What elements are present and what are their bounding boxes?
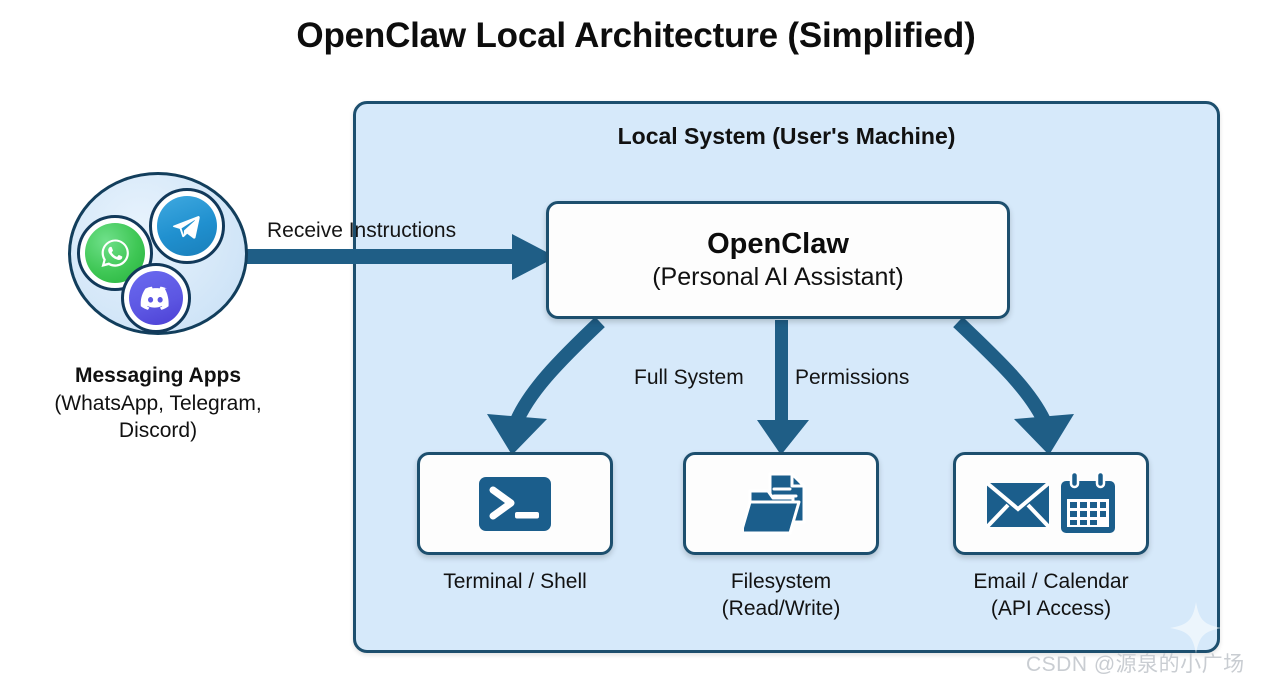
calendar-glyph bbox=[1061, 470, 1115, 533]
messaging-apps-label: Messaging Apps bbox=[74, 364, 242, 387]
email-calendar-icon bbox=[983, 470, 1119, 537]
local-system-title: Local System (User's Machine) bbox=[617, 123, 956, 149]
capability-filesystem-line2: (Read/Write) bbox=[721, 597, 841, 621]
telegram-icon bbox=[157, 196, 217, 256]
openclaw-subtitle: (Personal AI Assistant) bbox=[652, 262, 904, 291]
discord-badge[interactable] bbox=[121, 263, 191, 333]
messaging-apps-caption: Messaging Apps (WhatsApp, Telegram, Disc… bbox=[8, 362, 308, 445]
page-title: OpenClaw Local Architecture (Simplified) bbox=[296, 16, 976, 55]
capability-card-email-calendar[interactable] bbox=[953, 452, 1149, 555]
openclaw-name: OpenClaw bbox=[707, 228, 849, 261]
capability-caption-email: Email / Calendar (API Access) bbox=[921, 568, 1181, 623]
terminal-icon bbox=[477, 475, 553, 533]
sparkle-icon bbox=[1170, 602, 1222, 654]
capability-email-line1: Email / Calendar bbox=[973, 570, 1129, 593]
capability-filesystem-line1: Filesystem bbox=[730, 570, 832, 593]
envelope-glyph bbox=[985, 480, 1051, 528]
messaging-apps-cluster[interactable] bbox=[68, 172, 248, 335]
edge-label-full-system: Full System bbox=[634, 366, 744, 389]
edge-label-permissions: Permissions bbox=[795, 366, 910, 389]
capability-card-filesystem[interactable] bbox=[683, 452, 879, 555]
discord-icon bbox=[129, 271, 183, 325]
whatsapp-badge[interactable] bbox=[77, 215, 153, 291]
messaging-apps-sub-line1: (WhatsApp, Telegram, bbox=[54, 391, 262, 415]
capability-caption-filesystem: Filesystem (Read/Write) bbox=[651, 568, 911, 623]
capability-card-terminal[interactable] bbox=[417, 452, 613, 555]
telegram-badge[interactable] bbox=[149, 188, 225, 264]
capability-email-line2: (API Access) bbox=[990, 597, 1112, 621]
openclaw-node[interactable]: OpenClaw (Personal AI Assistant) bbox=[546, 201, 1010, 319]
capability-caption-terminal: Terminal / Shell bbox=[385, 568, 645, 595]
folder-document-icon bbox=[744, 469, 818, 539]
capability-terminal-line1: Terminal / Shell bbox=[443, 570, 587, 593]
edge-label-receive-instructions: Receive Instructions bbox=[267, 219, 457, 242]
watermark: CSDN @源泉的小广场 bbox=[1026, 653, 1245, 676]
messaging-apps-sub-line2: Discord) bbox=[118, 419, 198, 443]
